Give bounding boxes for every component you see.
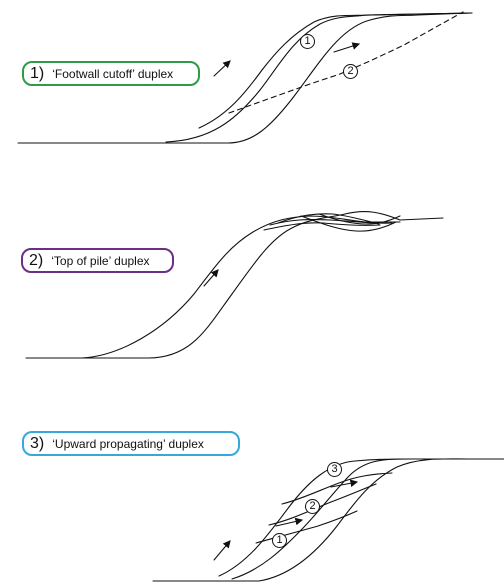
label-2-number: 2) <box>29 253 43 269</box>
diagram-3-arrow-1 <box>214 541 230 560</box>
label-3-text: ‘Upward propagating’ duplex <box>52 438 204 450</box>
diagram-3-upper-fault <box>232 459 504 579</box>
label-upward-propagating-duplex: 3) ‘Upward propagating’ duplex <box>22 431 240 456</box>
diagram-2-upper-fault <box>82 216 400 358</box>
label-top-of-pile-duplex: 2) ‘Top of pile’ duplex <box>21 248 174 273</box>
diagram-3-marker-1: 1 <box>272 533 287 548</box>
diagram-3-marker-2: 2 <box>305 499 320 514</box>
label-1-number: 1) <box>30 66 44 82</box>
diagram-1-arrow-2 <box>334 44 359 52</box>
label-2-text: ‘Top of pile’ duplex <box>51 255 149 267</box>
diagram-2-top-of-pile <box>26 212 443 358</box>
label-3-number: 3) <box>30 436 44 452</box>
diagram-1-arrow-1 <box>214 61 230 76</box>
diagram-2-lower-fault <box>26 212 443 358</box>
diagram-1-marker-1: 1 <box>300 34 315 49</box>
diagram-3-horse-3 <box>269 484 376 525</box>
label-1-text: ‘Footwall cutoff’ duplex <box>52 68 173 80</box>
diagram-3-upward-propagating <box>153 459 504 581</box>
diagram-3-lower-fault <box>153 459 504 581</box>
label-footwall-cutoff-duplex: 1) ‘Footwall cutoff’ duplex <box>22 61 200 86</box>
diagram-3-marker-3: 3 <box>327 462 342 477</box>
diagram-1-propagating-fault <box>229 12 463 113</box>
diagram-3-arrow-2 <box>276 520 302 526</box>
diagram-1-middle-fault <box>166 13 472 142</box>
diagram-1-marker-2: 2 <box>343 64 358 79</box>
